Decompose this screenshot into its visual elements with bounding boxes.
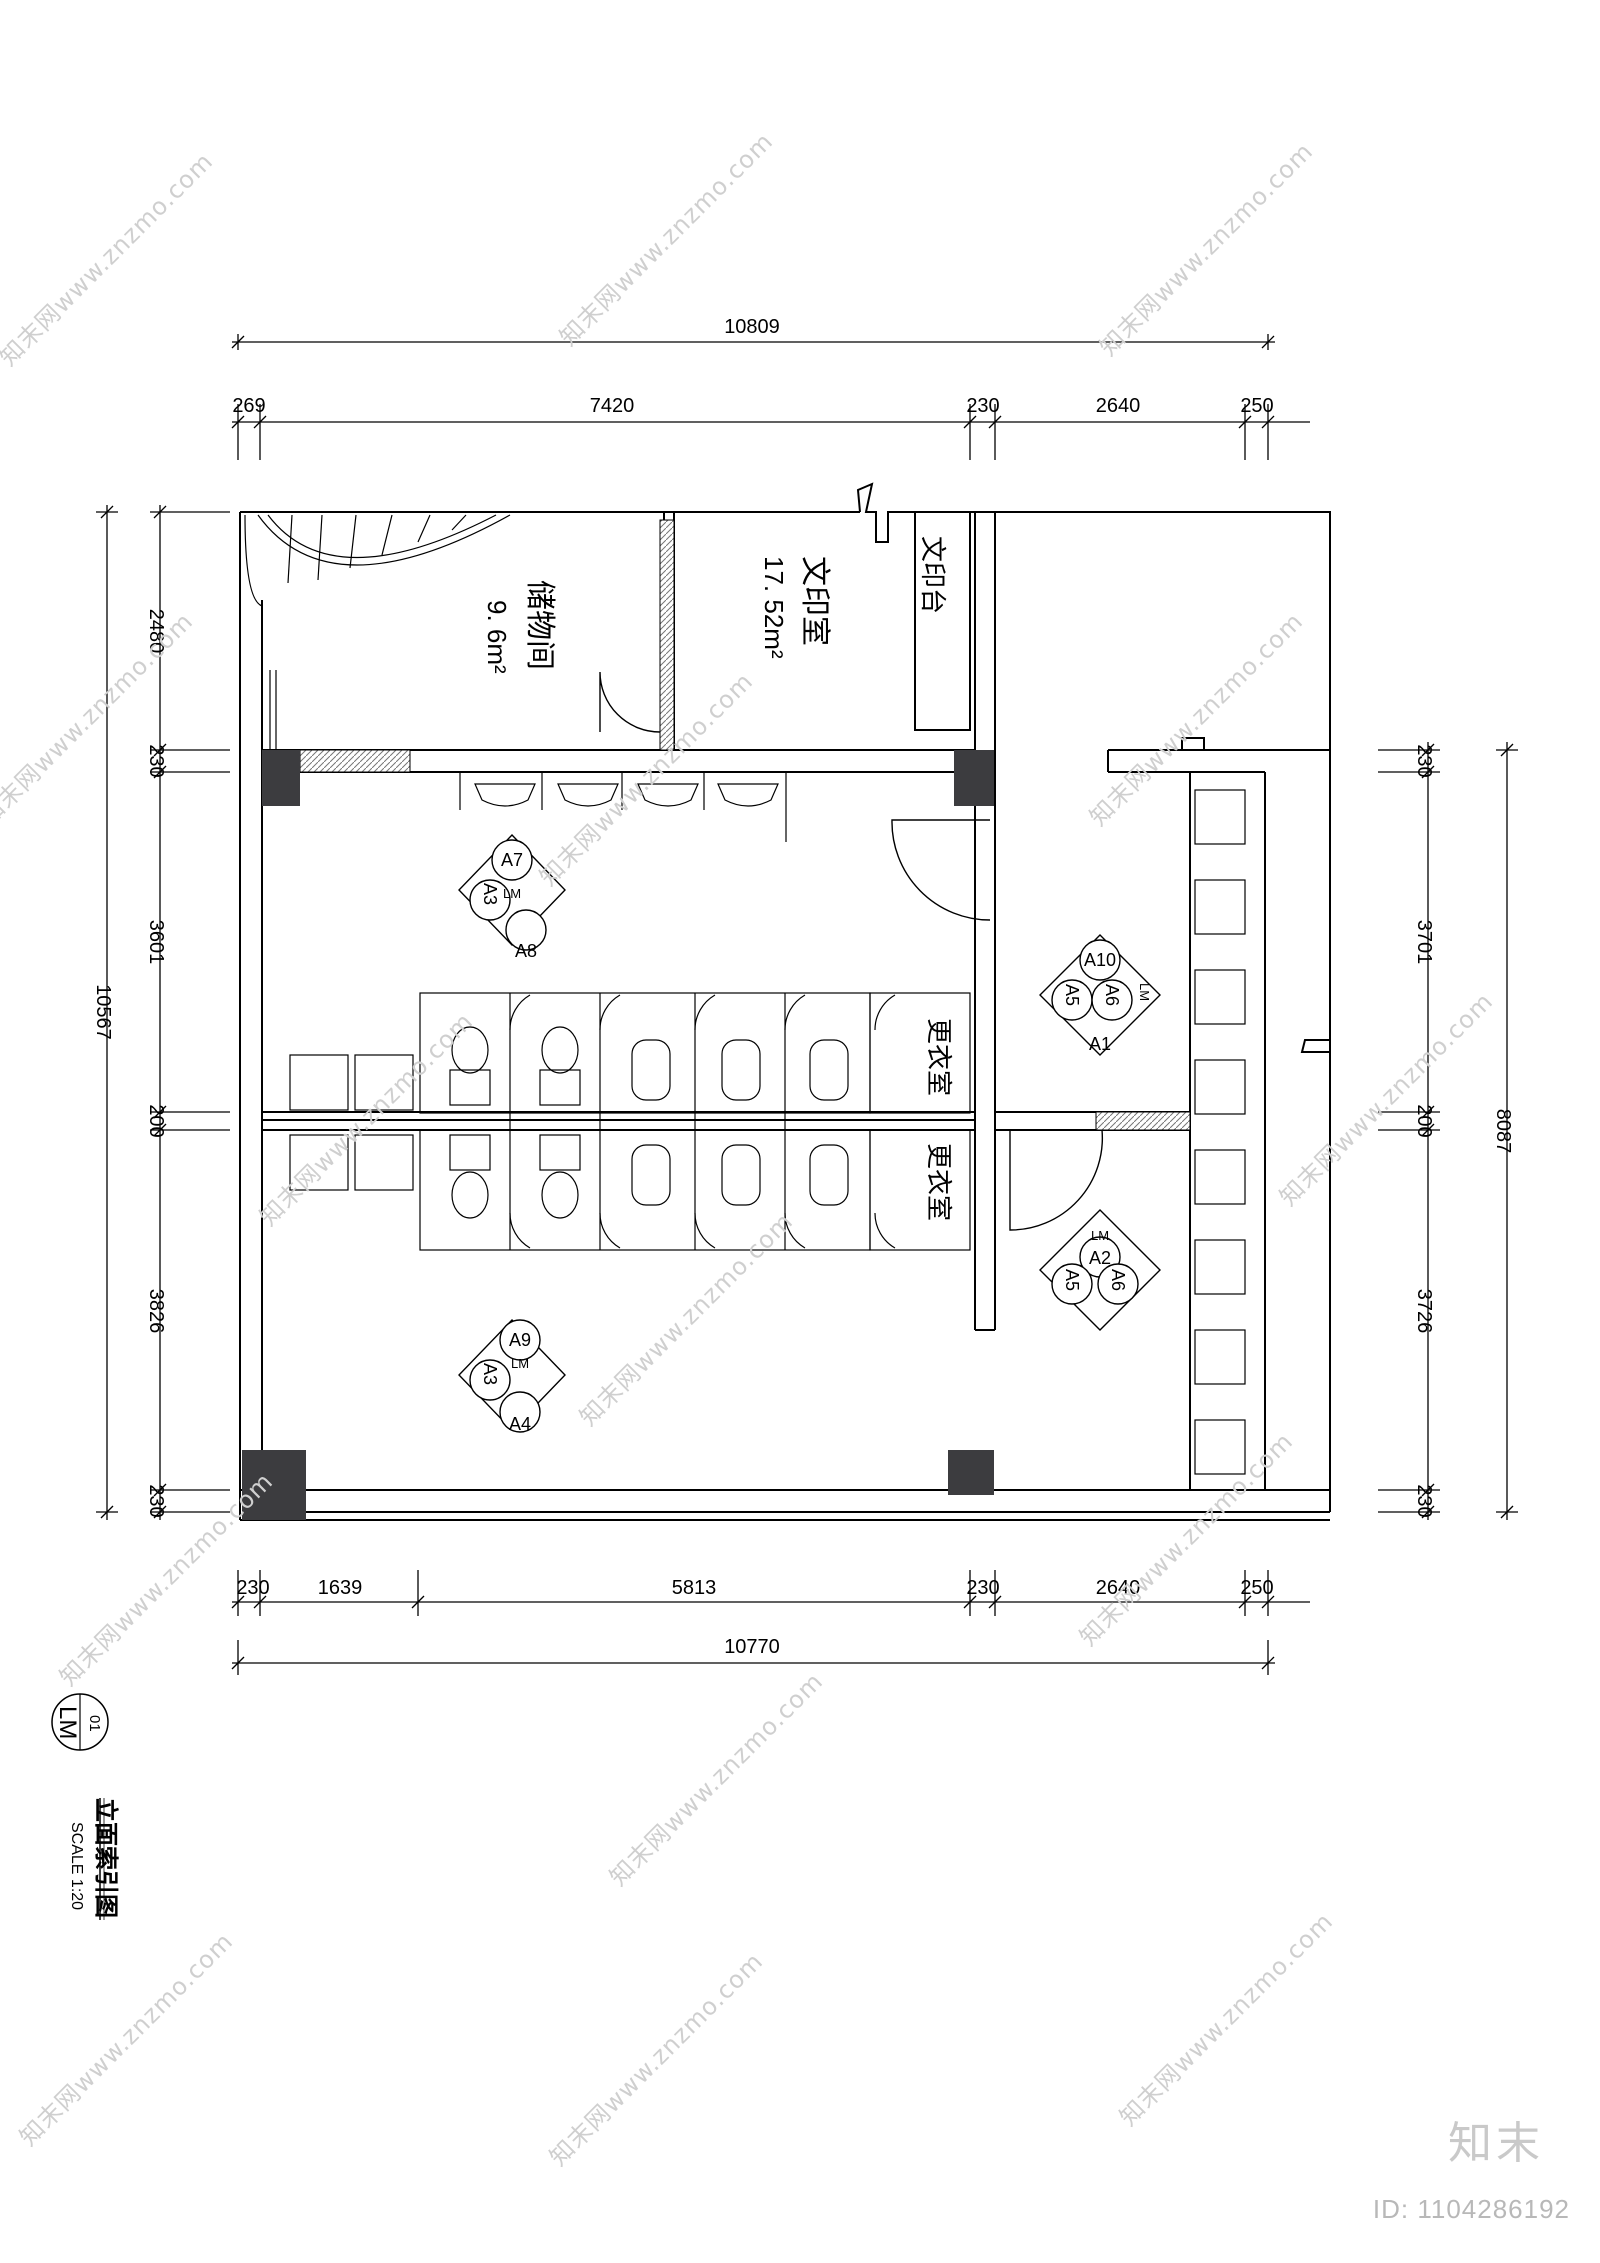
index-label: A1 xyxy=(1089,1034,1111,1054)
index-label: LM xyxy=(503,886,521,901)
index-label: A10 xyxy=(1084,950,1116,970)
index-label: A6 xyxy=(1102,984,1122,1006)
dim-top-seg: 269 xyxy=(232,395,265,417)
stair xyxy=(244,514,511,750)
dim-top-seg: 230 xyxy=(966,395,999,417)
dimension-labels: 10809 269 7420 230 2640 250 230 1639 581… xyxy=(92,316,1514,1658)
dim-left-seg: 230 xyxy=(145,1484,167,1517)
index-label: LM xyxy=(1091,1228,1109,1243)
top-ticks xyxy=(231,404,1275,460)
index-label: A9 xyxy=(509,1330,531,1350)
structural-columns xyxy=(242,750,994,1520)
walls xyxy=(239,482,1331,1521)
index-marker-3: LM A2 A5 A6 xyxy=(1039,1209,1161,1331)
title-symbol-top: 01 xyxy=(86,1715,103,1732)
dim-left-total: 10567 xyxy=(92,984,114,1040)
print-room-area: 17. 52m² xyxy=(759,556,789,659)
index-label: A4 xyxy=(509,1414,531,1434)
title-symbol-bottom: LM xyxy=(54,1706,81,1739)
index-label: A5 xyxy=(1062,984,1082,1006)
dim-bottom-seg: 2640 xyxy=(1096,1577,1141,1599)
dim-top-total: 10809 xyxy=(724,316,780,338)
index-label: A6 xyxy=(1108,1269,1128,1291)
dim-bottom-total: 10770 xyxy=(724,1636,780,1658)
title-block: 01 LM 立面索引图 SCALE 1:20 xyxy=(51,1693,120,1920)
dim-bottom-seg: 5813 xyxy=(672,1577,717,1599)
toilet-stalls xyxy=(289,992,971,1251)
title-text: 立面索引图 xyxy=(92,1798,120,1918)
dim-bottom-seg: 1639 xyxy=(318,1577,363,1599)
scale-text: SCALE 1:20 xyxy=(68,1822,85,1910)
index-label: A3 xyxy=(480,883,500,905)
changing-room-label: 更衣室 xyxy=(923,1143,953,1221)
index-marker-2: A10 LM A5 A6 A1 xyxy=(1039,934,1161,1056)
print-room-name: 文印室 xyxy=(797,556,832,646)
index-label: A8 xyxy=(515,941,537,961)
dim-right-seg: 230 xyxy=(1413,744,1435,777)
dim-bottom-seg: 250 xyxy=(1240,1577,1273,1599)
urinals xyxy=(459,772,787,842)
image-id-label: ID: 1104286192 xyxy=(1372,2194,1570,2224)
dim-left-seg: 3826 xyxy=(145,1289,167,1334)
dim-left-seg: 2480 xyxy=(145,609,167,654)
dim-left-seg: 3601 xyxy=(145,920,167,965)
index-label: LM xyxy=(511,1356,529,1371)
index-label: A7 xyxy=(501,850,523,870)
dimension-lines xyxy=(96,334,1518,1675)
index-label: A3 xyxy=(480,1363,500,1385)
dim-bottom-seg: 230 xyxy=(966,1577,999,1599)
wash-basins xyxy=(1194,789,1246,1475)
dim-right-seg: 3726 xyxy=(1413,1289,1435,1334)
index-marker-4: A9 LM A3 A4 xyxy=(458,1318,566,1434)
dim-right-seg: 3701 xyxy=(1413,920,1435,965)
doors xyxy=(599,671,1104,1231)
storage-room-name: 储物间 xyxy=(522,580,557,670)
storage-room-area: 9. 6m² xyxy=(482,600,512,674)
dim-bottom-seg: 230 xyxy=(236,1577,269,1599)
index-label: A2 xyxy=(1089,1248,1111,1268)
index-marker-1: A7 LM A3 A8 xyxy=(458,833,566,961)
dim-top-seg: 250 xyxy=(1240,395,1273,417)
changing-room-label: 更衣室 xyxy=(923,1018,953,1096)
index-label: A5 xyxy=(1062,1269,1082,1291)
dim-left-seg: 200 xyxy=(145,1104,167,1137)
dim-top-seg: 2640 xyxy=(1096,395,1141,417)
index-label: LM xyxy=(1137,983,1152,1001)
print-counter-label: 文印台 xyxy=(917,536,947,614)
dim-right-seg: 230 xyxy=(1413,1484,1435,1517)
brand-logo: 知末 xyxy=(1448,2118,1544,2169)
room-labels: 储物间 9. 6m² 文印室 17. 52m² 文印台 更衣室 更衣室 xyxy=(482,536,953,1221)
dim-top-seg: 7420 xyxy=(590,395,635,417)
dim-right-seg: 200 xyxy=(1413,1104,1435,1137)
dim-left-seg: 230 xyxy=(145,744,167,777)
hatched-walls xyxy=(299,519,1191,1131)
dim-right-total: 8087 xyxy=(1492,1109,1514,1154)
